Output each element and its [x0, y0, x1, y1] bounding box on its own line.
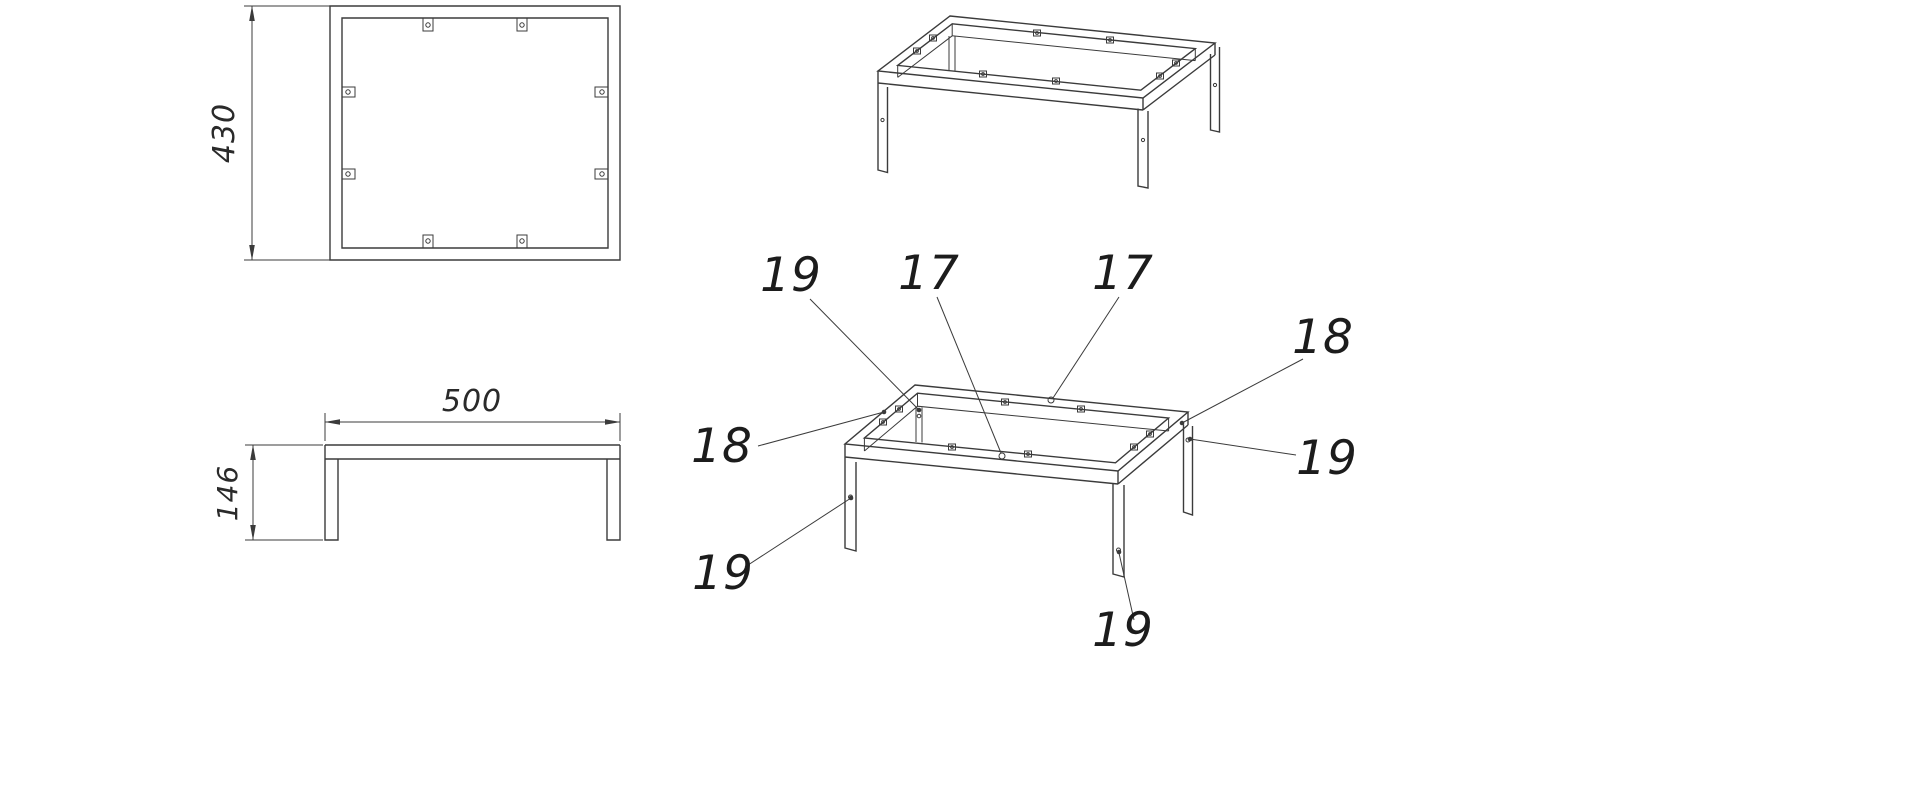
frame-front-edges: [877, 43, 1216, 111]
right-leg: [1209, 47, 1221, 133]
dimension-500: 500: [324, 384, 621, 441]
top-rail: [325, 444, 620, 460]
legs: [844, 407, 1194, 578]
callout-19-left-leg: 19: [692, 546, 754, 601]
leader-dot: [1187, 436, 1193, 442]
leader-line: [1052, 296, 1120, 399]
top-view: 430: [207, 5, 621, 261]
leg-holes: [880, 82, 1218, 143]
leader-dot: [916, 407, 922, 413]
callout-leaders: [744, 296, 1304, 621]
callout-labels: 19 17 17 18 18 19 19 19: [691, 246, 1358, 658]
frame-inner-wall-edges: [863, 393, 1170, 452]
leader-line: [1118, 552, 1135, 621]
front-leg: [1112, 483, 1125, 578]
left-leg: [844, 457, 857, 552]
front-view: 500 146: [211, 384, 621, 541]
leader-line: [757, 411, 885, 447]
leader-dot: [881, 409, 887, 415]
dim-500-label: 500: [442, 384, 502, 419]
frame-top-inner: [862, 392, 1171, 464]
frame-top-inner: [895, 23, 1198, 91]
right-leg: [1182, 424, 1194, 516]
leader-line: [809, 298, 920, 411]
mounting-tabs: [913, 29, 1180, 85]
dim-146-label: 146: [211, 465, 244, 521]
back-leg: [948, 36, 956, 71]
callout-18-left-frame: 18: [691, 419, 753, 474]
back-leg: [915, 407, 923, 443]
leader-line: [936, 296, 1002, 454]
frame-inner-wall-edges: [897, 23, 1196, 78]
frame-outer-outline: [329, 5, 621, 261]
mounting-tabs: [341, 17, 609, 249]
dimension-146: 146: [211, 444, 323, 541]
leader-line: [744, 497, 852, 568]
callout-18-right-frame: 18: [1292, 310, 1354, 365]
leader-hole-mark: [998, 452, 1006, 460]
callout-17-front-rail: 17: [898, 246, 960, 301]
front-leg: [1137, 108, 1149, 189]
callout-19-right-leg: 19: [1296, 431, 1358, 486]
mounting-tabs: [879, 398, 1154, 458]
callout-17-back-rail: 17: [1092, 246, 1154, 301]
legs: [877, 36, 1221, 189]
leader-line: [1181, 358, 1304, 424]
frame-inner-outline: [341, 17, 609, 249]
frame-front-edges: [844, 412, 1189, 485]
dimension-430: 430: [207, 5, 331, 261]
callout-19-front-leg: 19: [1092, 603, 1154, 658]
leader-dot: [1116, 549, 1122, 555]
leader-dot: [1179, 420, 1185, 426]
left-leg: [877, 83, 889, 174]
dim-430-label: 430: [207, 103, 242, 163]
iso-view-plain: [876, 15, 1221, 189]
leader-hole-mark: [1047, 396, 1055, 404]
callout-19-back-leg: 19: [760, 248, 822, 303]
leader-dot: [848, 495, 854, 501]
iso-view-labeled: 19 17 17 18 18 19 19 19: [691, 246, 1358, 658]
leader-line: [1189, 438, 1297, 456]
leg-holes: [848, 413, 1191, 553]
right-leg: [606, 445, 621, 541]
left-leg: [324, 445, 339, 541]
